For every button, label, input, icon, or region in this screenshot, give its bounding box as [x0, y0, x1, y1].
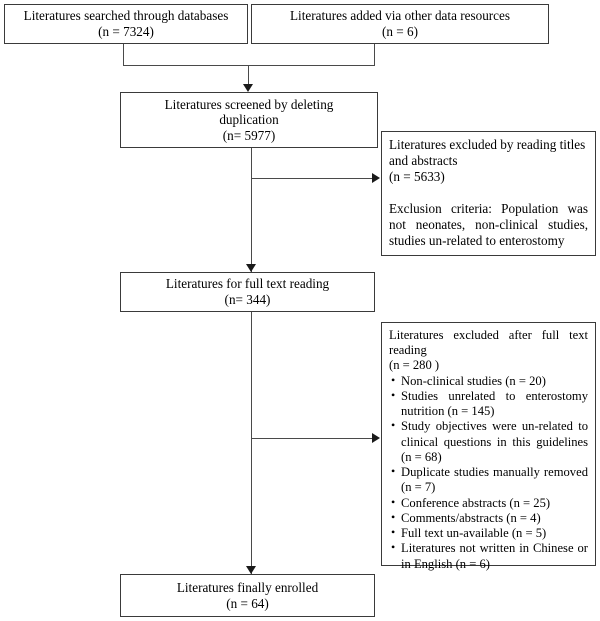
box-enrolled-line1: Literatures finally enrolled — [176, 579, 319, 595]
excluded-fulltext-count: (n = 280 ) — [389, 358, 440, 373]
arrow-into-screened-box — [243, 84, 253, 92]
excluded-fulltext-head: Literatures excluded after full text rea… — [389, 328, 588, 358]
excluded-fulltext-reason-list: Non-clinical studies (n = 20) Studies un… — [389, 373, 588, 572]
box-excluded-by-titles: Literatures excluded by reading titles a… — [381, 131, 596, 256]
excluded-titles-line2: and abstracts — [389, 152, 458, 168]
list-item: Comments/abstracts (n = 4) — [389, 510, 588, 526]
list-item: Study objectives were un-related to clin… — [389, 418, 588, 465]
list-item: Duplicate studies manually removed (n = … — [389, 464, 588, 495]
box-literatures-screened: Literatures screened by deleting duplica… — [120, 92, 378, 148]
connector-merge-to-screened — [248, 65, 249, 85]
arrow-into-excluded-titles — [372, 173, 380, 183]
list-item: Conference abstracts (n = 25) — [389, 495, 588, 511]
connector-screened-trunk — [251, 148, 252, 272]
box-databases-line2: (n = 7324) — [98, 24, 154, 39]
connector-to-excluded-titles — [251, 178, 372, 179]
arrow-into-excluded-fulltext — [372, 433, 380, 443]
arrow-into-enrolled-box — [246, 566, 256, 574]
arrow-into-full-text-box — [246, 264, 256, 272]
excluded-titles-spacer — [389, 185, 588, 201]
box-literatures-full-text-reading: Literatures for full text reading (n= 34… — [120, 272, 375, 312]
connector-databases-stub — [123, 44, 124, 65]
box-literatures-finally-enrolled: Literatures finally enrolled (n = 64) — [120, 574, 375, 617]
list-item: Non-clinical studies (n = 20) — [389, 373, 588, 389]
excluded-titles-line1: Literatures excluded by reading titles — [389, 137, 586, 152]
list-item: Literatures not written in Chinese or in… — [389, 540, 588, 571]
box-full-text-line1: Literatures for full text reading — [165, 276, 330, 292]
excluded-titles-line3: (n = 5633) — [389, 168, 445, 184]
list-item: Full text un-available (n = 5) — [389, 525, 588, 541]
box-literatures-other-sources: Literatures added via other data resourc… — [251, 4, 549, 44]
connector-other-sources-stub — [374, 44, 375, 65]
box-screened-line2: duplication — [219, 112, 279, 128]
box-screened-line1: Literatures screened by deleting — [164, 96, 334, 112]
box-excluded-after-full-text: Literatures excluded after full text rea… — [381, 322, 596, 571]
connector-full-text-trunk — [251, 312, 252, 574]
box-other-sources-line1: Literatures added via other data resourc… — [289, 8, 511, 24]
list-item: Studies unrelated to enterostomy nutriti… — [389, 388, 588, 419]
box-databases-line1: Literatures searched through databases — [23, 8, 229, 24]
box-other-sources-line2: (n = 6) — [381, 24, 418, 39]
box-literatures-searched-databases: Literatures searched through databases (… — [4, 4, 248, 44]
box-enrolled-line2: (n = 64) — [226, 595, 269, 611]
excluded-titles-criteria: Exclusion criteria: Population was not n… — [389, 200, 588, 248]
connector-to-excluded-fulltext — [251, 438, 372, 439]
connector-merge-bar — [123, 65, 375, 66]
box-screened-line3: (n= 5977) — [222, 127, 276, 143]
box-full-text-line2: (n= 344) — [224, 292, 271, 307]
